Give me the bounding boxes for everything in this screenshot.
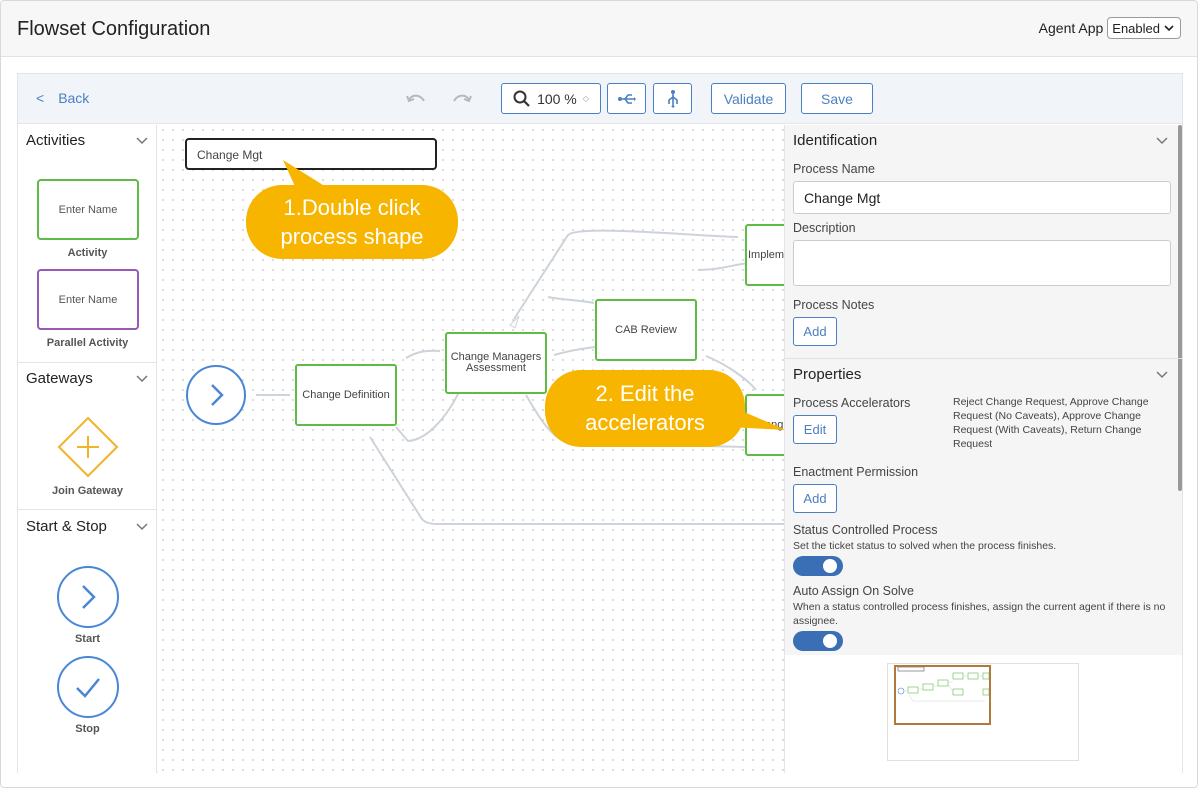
description-textarea[interactable] bbox=[793, 240, 1171, 286]
plus-icon bbox=[77, 436, 99, 458]
agent-app-setting: Agent App Enabled bbox=[1039, 17, 1181, 39]
cab-review-node[interactable]: CAB Review bbox=[595, 299, 697, 361]
gateways-heading: Gateways bbox=[26, 370, 93, 387]
accelerators-list: Reject Change Request, Approve Change Re… bbox=[953, 396, 1149, 450]
stop-shape[interactable] bbox=[56, 655, 120, 719]
status-controlled-description: Set the ticket status to solved when the… bbox=[793, 540, 1057, 552]
edit-accelerators-button[interactable]: Edit bbox=[793, 415, 837, 444]
change-definition-node[interactable]: Change Definition bbox=[295, 364, 397, 426]
add-enactment-button[interactable]: Add bbox=[793, 484, 837, 513]
process-accelerators-label: Process Accelerators bbox=[793, 396, 911, 410]
chevron-down-icon[interactable] bbox=[1156, 368, 1168, 380]
zoom-value: 100 % bbox=[537, 90, 577, 107]
chevron-down-icon[interactable] bbox=[1156, 134, 1168, 146]
properties-panel: Identification Process Name Change Mgt D… bbox=[784, 125, 1182, 773]
page-title: Flowset Configuration bbox=[17, 18, 211, 40]
undo-icon[interactable] bbox=[401, 86, 431, 112]
vertical-layout-button[interactable] bbox=[653, 83, 692, 114]
check-icon bbox=[76, 678, 100, 698]
process-name-shape[interactable]: Change Mgt bbox=[185, 138, 437, 170]
status-controlled-toggle[interactable] bbox=[793, 556, 843, 576]
agent-app-value: Enabled bbox=[1112, 20, 1160, 36]
auto-assign-toggle[interactable] bbox=[793, 631, 843, 651]
enactment-permission-label: Enactment Permission bbox=[793, 465, 919, 479]
zoom-caret: ◇ bbox=[582, 94, 589, 103]
minimap-viewport[interactable] bbox=[894, 665, 991, 725]
add-notes-button[interactable]: Add bbox=[793, 317, 837, 346]
chevron-down-icon[interactable] bbox=[136, 134, 148, 146]
status-controlled-label: Status Controlled Process bbox=[793, 523, 938, 537]
validate-button[interactable]: Validate bbox=[711, 83, 786, 114]
chevron-down-icon[interactable] bbox=[136, 520, 148, 532]
search-icon bbox=[513, 90, 530, 107]
divider bbox=[18, 509, 157, 510]
auto-assign-description: When a status controlled process finishe… bbox=[793, 601, 1166, 627]
activities-heading: Activities bbox=[26, 132, 86, 149]
minimap[interactable] bbox=[887, 663, 1079, 761]
join-gateway-shape[interactable] bbox=[56, 415, 120, 479]
horizontal-layout-button[interactable] bbox=[607, 83, 646, 114]
back-label: Back bbox=[58, 90, 90, 106]
start-stop-heading: Start & Stop bbox=[26, 518, 107, 535]
agent-app-select[interactable]: Enabled bbox=[1107, 17, 1181, 39]
activity-caption: Activity bbox=[67, 247, 108, 259]
zoom-control[interactable]: 100 % ◇ bbox=[501, 83, 601, 114]
process-canvas[interactable]: Change Mgt Change Definition Change Mana… bbox=[158, 125, 784, 773]
stop-caption: Stop bbox=[75, 723, 100, 735]
toggle-knob bbox=[823, 559, 837, 573]
chevron-right-icon bbox=[82, 585, 96, 609]
top-bar: Flowset Configuration Agent App Enabled bbox=[1, 1, 1197, 57]
chevron-down-icon[interactable] bbox=[136, 372, 148, 384]
callout-double-click: 1.Double click process shape bbox=[246, 185, 458, 259]
divider bbox=[18, 362, 157, 363]
change-managers-node[interactable]: Change Managers Assessment bbox=[445, 332, 547, 394]
back-link[interactable]: < Back bbox=[36, 90, 89, 106]
editor-toolbar: < Back 100 % ◇ Validate Save bbox=[18, 74, 1182, 124]
vertical-layout-icon bbox=[667, 89, 678, 108]
redo-icon[interactable] bbox=[447, 86, 477, 112]
properties-heading: Properties bbox=[793, 366, 862, 383]
toggle-knob bbox=[823, 634, 837, 648]
process-name-input[interactable]: Change Mgt bbox=[793, 181, 1171, 214]
process-name-label: Process Name bbox=[793, 162, 875, 176]
agent-app-label: Agent App bbox=[1038, 20, 1104, 36]
divider bbox=[785, 358, 1182, 359]
activity-shape[interactable]: Enter Name bbox=[37, 179, 139, 240]
start-node[interactable] bbox=[185, 364, 247, 426]
implement-node[interactable]: Implem bbox=[745, 224, 784, 286]
back-chevron: < bbox=[36, 90, 45, 106]
auto-assign-label: Auto Assign On Solve bbox=[793, 584, 914, 598]
identification-heading: Identification bbox=[793, 132, 878, 149]
shape-palette: Activities Enter Name Activity Enter Nam… bbox=[18, 125, 157, 773]
minimap-area bbox=[785, 655, 1182, 773]
process-notes-label: Process Notes bbox=[793, 298, 875, 312]
chevron-down-icon bbox=[1164, 25, 1174, 32]
parallel-activity-shape[interactable]: Enter Name bbox=[37, 269, 139, 330]
parallel-activity-caption: Parallel Activity bbox=[46, 337, 129, 349]
chevron-right-icon bbox=[211, 384, 224, 406]
callout-edit-accelerators: 2. Edit the accelerators bbox=[545, 370, 745, 447]
description-label: Description bbox=[793, 221, 856, 235]
horizontal-layout-icon bbox=[617, 93, 636, 104]
editor: < Back 100 % ◇ Validate Save bbox=[17, 73, 1183, 773]
save-button[interactable]: Save bbox=[801, 83, 873, 114]
start-shape[interactable] bbox=[56, 565, 120, 629]
callout-pointer bbox=[283, 160, 323, 193]
start-caption: Start bbox=[74, 633, 101, 645]
panel-scrollbar[interactable] bbox=[1178, 125, 1182, 491]
join-gateway-caption: Join Gateway bbox=[52, 485, 123, 497]
